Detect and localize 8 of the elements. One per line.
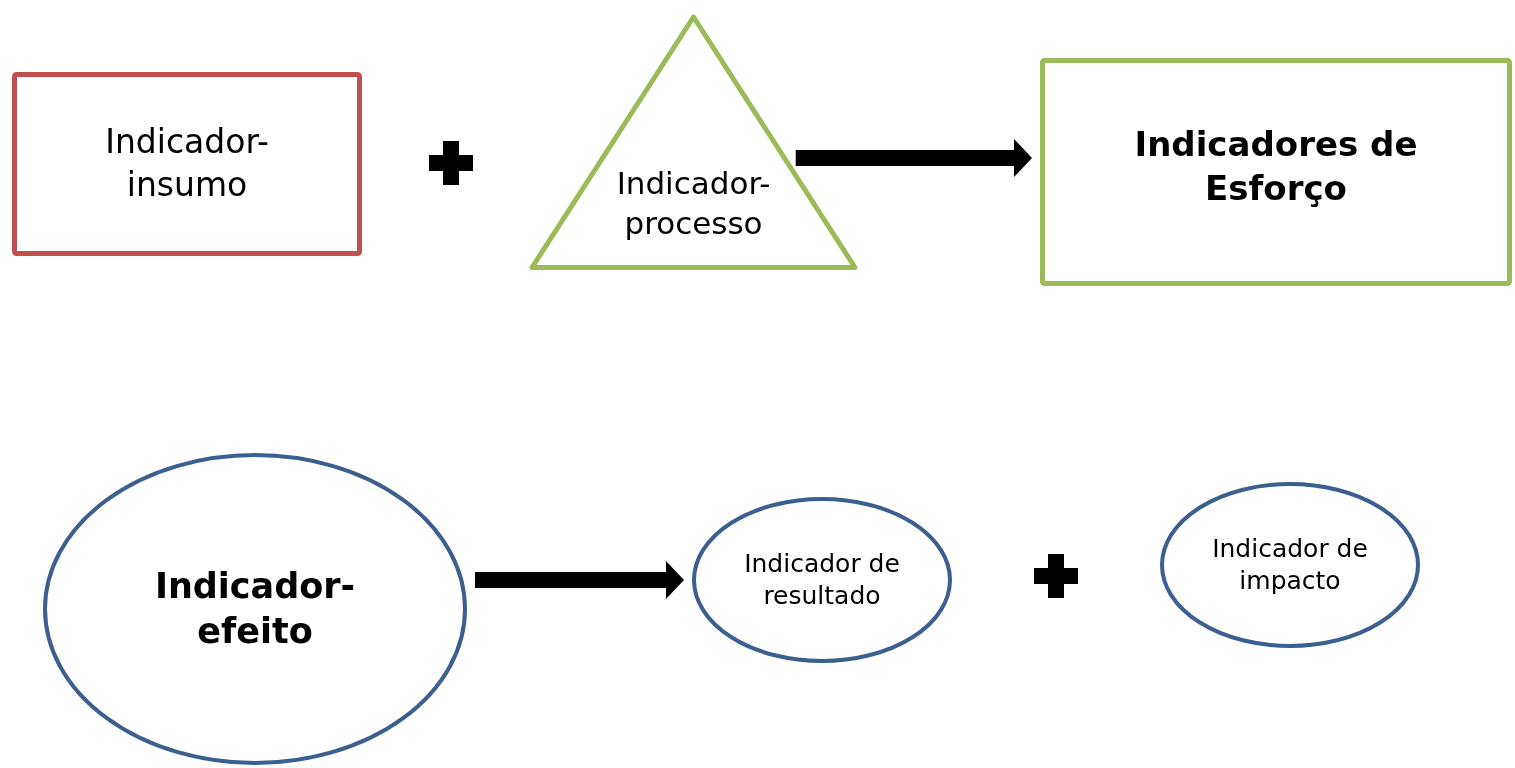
node-label: Indicadores de Esforço bbox=[1133, 122, 1419, 210]
node-label: Indicador de resultado bbox=[743, 547, 901, 612]
block-arrow bbox=[475, 561, 684, 599]
block-arrow bbox=[795, 139, 1032, 177]
node-label: Indicador-efeito bbox=[153, 564, 357, 653]
node-label: Indicador de impacto bbox=[1211, 532, 1369, 597]
node-label: Indicador-processo bbox=[615, 163, 772, 243]
node-label: Indicador-insumo bbox=[104, 121, 270, 206]
